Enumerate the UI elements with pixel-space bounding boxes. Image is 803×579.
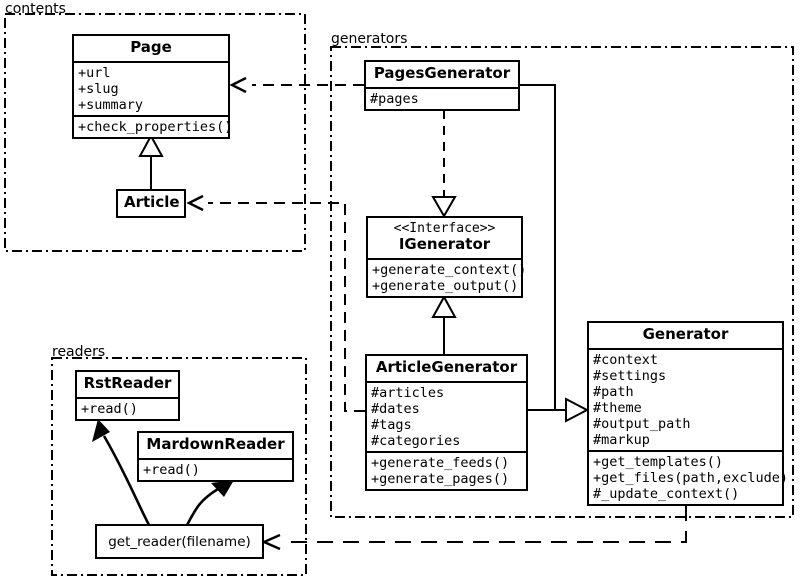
class-title-article: Article: [124, 193, 180, 211]
class-title-rst-reader: RstReader: [83, 374, 172, 392]
method-row: +read(): [81, 400, 138, 417]
realization-pagesgenerator-to-igenerator: [431, 110, 457, 218]
class-title-article-generator: ArticleGenerator: [375, 358, 518, 376]
method-row: +check_properties(): [78, 118, 233, 135]
class-name-igenerator: IGenerator: [398, 234, 491, 253]
method-row: +generate_feeds(): [371, 454, 510, 471]
attribute-row: #categories: [371, 432, 461, 449]
attribute-row: #tags: [371, 416, 412, 433]
class-methods-generator: +get_templates() +get_files(path,exclude…: [589, 449, 789, 504]
class-title-pages-generator: PagesGenerator: [373, 64, 511, 82]
attribute-row: +slug: [78, 80, 119, 97]
attribute-row: #theme: [593, 399, 642, 416]
attribute-row: #articles: [371, 384, 445, 401]
method-row: +get_templates(): [593, 453, 724, 470]
class-methods-rst-reader: +read(): [77, 396, 178, 419]
generalization-articlegenerator-to-igenerator: [431, 294, 457, 354]
class-attributes-pages-generator: #pages: [366, 86, 518, 109]
class-title-page: Page: [130, 38, 172, 56]
attribute-row: +summary: [78, 96, 144, 113]
attribute-row: #output_path: [593, 415, 691, 432]
dependency-articlegenerator-to-article: [186, 194, 365, 412]
generalization-article-to-page: [138, 133, 164, 189]
method-row: +read(): [143, 461, 200, 478]
class-methods-page: +check_properties(): [74, 114, 233, 137]
association-get-reader-to-mardownreader: [184, 480, 234, 528]
method-row: +generate_output(): [372, 277, 519, 294]
class-box-article-generator[interactable]: ArticleGenerator #articles #dates #tags …: [365, 354, 528, 491]
class-attributes-article-generator: #articles #dates #tags #categories: [367, 380, 526, 451]
attribute-row: #path: [593, 383, 634, 400]
class-title-igenerator: <<Interface>> IGenerator: [368, 218, 521, 258]
dependency-pagesgenerator-to-page: [229, 76, 364, 94]
method-row: #_update_context(): [593, 485, 740, 502]
method-row: +get_files(path,exclude): [593, 469, 789, 486]
class-methods-mardown-reader: +read(): [139, 457, 292, 480]
class-title-generator: Generator: [642, 325, 729, 343]
class-methods-igenerator: +generate_context() +generate_output(): [368, 257, 527, 296]
function-label-get-reader: get_reader(filename): [108, 533, 251, 550]
attribute-row: #markup: [593, 431, 650, 448]
class-box-pages-generator[interactable]: PagesGenerator #pages: [364, 60, 520, 111]
package-label-readers: readers: [52, 344, 106, 360]
generalization-articlegenerator-to-generator: [527, 397, 590, 423]
class-box-rst-reader[interactable]: RstReader +read(): [75, 370, 180, 421]
class-methods-article-generator: +generate_feeds() +generate_pages(): [367, 450, 526, 489]
attribute-row: #dates: [371, 400, 420, 417]
function-box-get-reader[interactable]: get_reader(filename): [95, 524, 264, 559]
class-box-igenerator[interactable]: <<Interface>> IGenerator +generate_conte…: [366, 216, 527, 298]
method-row: +generate_pages(): [371, 470, 510, 487]
attribute-row: #context: [593, 351, 659, 368]
attribute-row: +url: [78, 64, 111, 81]
attribute-row: #pages: [370, 90, 419, 107]
class-box-generator[interactable]: Generator #context #settings #path #them…: [587, 321, 789, 506]
class-attributes-generator: #context #settings #path #theme #output_…: [589, 347, 782, 450]
class-title-mardown-reader: MardownReader: [146, 435, 285, 453]
class-box-article[interactable]: Article: [116, 189, 186, 218]
package-label-generators: generators: [331, 31, 408, 47]
class-attributes-page: +url +slug +summary: [74, 60, 228, 115]
method-row: +generate_context(): [372, 261, 527, 278]
class-box-page[interactable]: Page +url +slug +summary +check_properti…: [72, 34, 233, 139]
attribute-row: #settings: [593, 367, 667, 384]
class-box-mardown-reader[interactable]: MardownReader +read(): [137, 431, 294, 482]
package-label-contents: contents: [5, 1, 66, 17]
